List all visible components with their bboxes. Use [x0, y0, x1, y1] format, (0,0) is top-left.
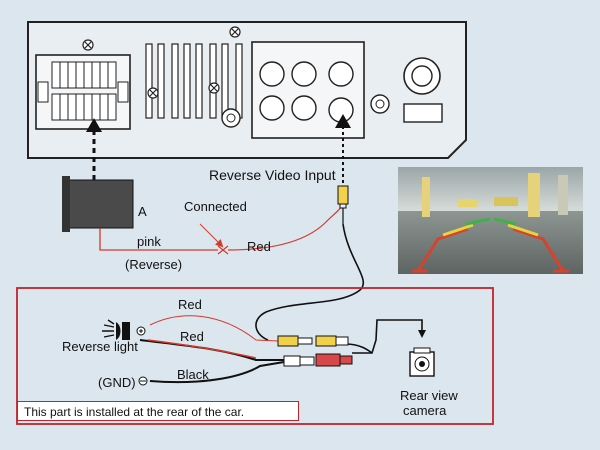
rca-yellow-plug: [255, 185, 365, 341]
pink-label: pink: [137, 234, 161, 249]
rear-view-camera-label-line2: camera: [403, 403, 447, 418]
red-wire-label-top: Red: [247, 239, 271, 254]
rca-panel: [251, 41, 365, 139]
rca-jacks: [259, 61, 354, 123]
module-a-label: A: [138, 204, 147, 219]
installation-note-text: This part is installed at the rear of th…: [24, 405, 245, 419]
reverse-video-input-label: Reverse Video Input: [209, 167, 336, 183]
parking-camera-view-photo: [398, 167, 583, 274]
red-light-wire-label: Red: [178, 297, 202, 312]
rear-camera-icon: [409, 347, 435, 377]
black-wire-label: Black: [177, 367, 209, 382]
pink-red-connection: [175, 203, 344, 255]
rear-view-camera-label-line1: Rear view: [400, 388, 458, 403]
connected-label: Connected: [184, 199, 247, 214]
antenna-socket: [403, 57, 443, 123]
installation-note-box: This part is installed at the rear of th…: [17, 401, 299, 421]
reverse-label: (Reverse): [125, 257, 183, 272]
rear-wiring: [139, 315, 426, 384]
red-wire-label: Red: [180, 329, 204, 344]
reverse-light-label: Reverse light: [62, 339, 138, 354]
rear-installation-region: [16, 287, 494, 425]
rca-rear-pair: [277, 335, 353, 367]
dashed-connector-arrows: [86, 114, 351, 184]
minus-circle-icon: [138, 376, 148, 386]
gnd-label: (GND): [98, 375, 136, 390]
control-module-a: [62, 176, 175, 251]
head-unit-rear-panel: [27, 21, 467, 159]
lamp-icon: [102, 319, 146, 340]
screw-icon: [82, 26, 241, 99]
heatsink-vents: [145, 43, 243, 119]
